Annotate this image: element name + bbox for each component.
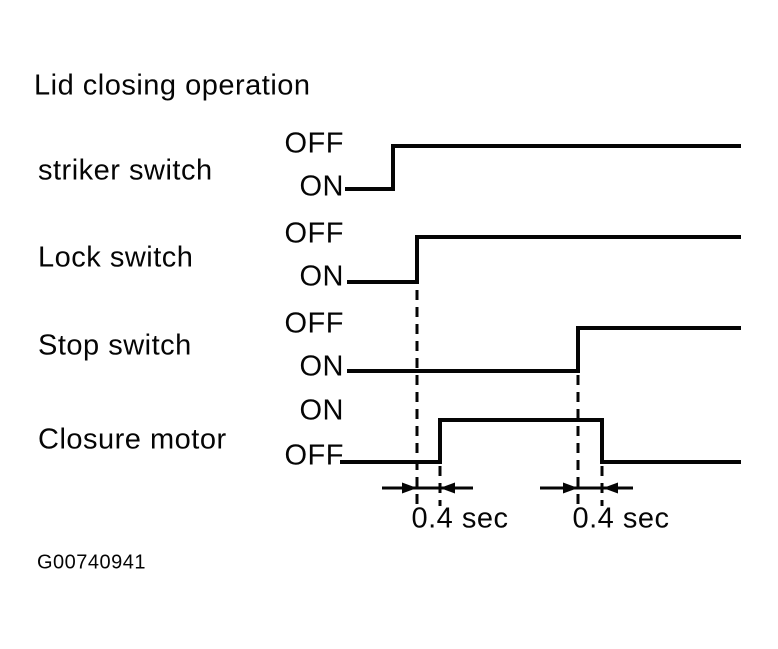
- arrowhead-right-icon: [563, 482, 578, 494]
- arrowhead-left-icon: [440, 482, 455, 494]
- waveform-closure-motor: [340, 418, 741, 464]
- closure-motor-on-label: ON: [299, 394, 344, 427]
- stop-switch-on-label: ON: [299, 350, 344, 383]
- lock-switch-on-label: ON: [299, 260, 344, 293]
- signal-label-striker-switch: striker switch: [38, 154, 213, 187]
- stop-switch-off-label: OFF: [284, 307, 344, 340]
- closure-motor-off-label: OFF: [284, 439, 344, 472]
- arrowhead-right-icon: [402, 482, 417, 494]
- signal-label-lock-switch: Lock switch: [38, 241, 194, 274]
- waveform-striker-switch: [345, 144, 741, 191]
- lock-switch-off-label: OFF: [284, 217, 344, 250]
- striker-switch-on-label: ON: [299, 170, 344, 203]
- striker-switch-off-label: OFF: [284, 127, 344, 160]
- waveform-stop-switch: [347, 326, 741, 373]
- waveform-lock-switch: [347, 235, 741, 284]
- arrowhead-left-icon: [603, 482, 618, 494]
- signal-label-closure-motor: Closure motor: [38, 423, 227, 456]
- diagram-title: Lid closing operation: [34, 69, 311, 102]
- figure-id: G00740941: [37, 551, 147, 574]
- signal-label-stop-switch: Stop switch: [38, 329, 192, 362]
- duration-label-second: 0.4 sec: [572, 502, 670, 535]
- duration-label-first: 0.4 sec: [411, 502, 509, 535]
